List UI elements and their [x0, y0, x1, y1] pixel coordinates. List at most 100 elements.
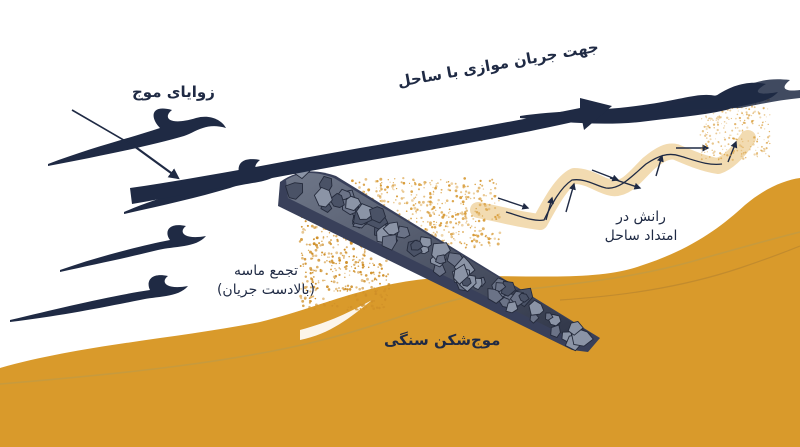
sand-grain — [303, 286, 307, 290]
sand-grain — [320, 230, 323, 233]
sand-grain — [332, 234, 335, 237]
sand-grain — [753, 153, 756, 156]
sand-grain — [713, 127, 715, 129]
sand-grain — [477, 197, 480, 200]
sand-grain — [412, 178, 415, 181]
sand-grain — [700, 158, 703, 161]
sand-grain — [753, 136, 756, 139]
sand-grain — [743, 153, 745, 155]
sand-grain — [402, 181, 406, 185]
sand-grain — [491, 218, 494, 221]
rock-icon — [410, 239, 424, 251]
sand-grain — [740, 149, 743, 152]
sand-grain — [462, 184, 466, 187]
sand-grain — [350, 266, 353, 268]
sand-grain — [354, 260, 358, 264]
sand-grain — [359, 307, 362, 310]
sand-grain — [740, 155, 743, 158]
sand-grain — [328, 241, 332, 244]
sand-grain — [327, 288, 331, 291]
sand-grain — [332, 270, 334, 273]
sand-grain — [359, 303, 361, 306]
sand-grain — [478, 203, 482, 207]
sand-grain — [330, 252, 333, 255]
sand-grain — [747, 140, 749, 142]
sand-grain — [738, 144, 742, 147]
sand-grain — [336, 290, 339, 292]
sand-grain — [415, 221, 418, 223]
sand-grain — [741, 138, 743, 140]
sand-grain — [455, 222, 458, 225]
sand-grain — [717, 116, 719, 118]
sand-grain — [701, 118, 703, 120]
sand-grain — [312, 242, 316, 246]
sand-grain — [463, 177, 467, 180]
sand-grain — [321, 240, 323, 242]
sand-grain — [354, 294, 358, 297]
sand-grain — [361, 263, 365, 267]
sand-grain — [395, 195, 399, 198]
sand-grain — [318, 242, 321, 245]
sand-grain — [730, 134, 732, 136]
rock-icon — [313, 186, 333, 208]
sand-grain — [457, 224, 460, 226]
sand-grain — [723, 127, 725, 129]
sand-grain — [760, 126, 763, 129]
sand-grain — [363, 265, 365, 268]
sand-grain — [434, 234, 438, 237]
sand-grain — [421, 200, 425, 204]
sand-grain — [715, 117, 718, 120]
sand-grain — [454, 213, 457, 216]
sand-grain — [304, 262, 307, 265]
sand-grain — [362, 307, 366, 310]
sand-grain — [383, 289, 386, 293]
sand-grain — [752, 112, 754, 115]
sand-grain — [708, 126, 711, 129]
sand-grain — [744, 122, 747, 124]
sand-grain — [705, 137, 708, 139]
sand-grain — [461, 212, 464, 216]
sand-grain — [386, 294, 388, 297]
sand-grain — [705, 127, 708, 131]
sand-grain — [449, 220, 452, 224]
sand-grain — [368, 281, 371, 284]
sand-grain — [705, 157, 707, 159]
sand-grain — [766, 141, 769, 144]
sand-grain — [717, 140, 720, 143]
sand-grain — [419, 209, 422, 212]
sand-grain — [457, 221, 461, 224]
sand-grain — [478, 241, 481, 244]
sand-grain — [709, 119, 711, 121]
sand-grain — [731, 129, 734, 132]
sand-grain — [706, 134, 708, 136]
sand-grain — [309, 272, 312, 275]
sand-grain — [700, 154, 703, 156]
sand-grain — [317, 258, 321, 262]
sand-grain — [760, 149, 762, 152]
sand-grain — [319, 268, 322, 271]
sand-grain — [700, 147, 703, 151]
sand-grain — [709, 138, 712, 141]
sand-grain — [470, 239, 474, 243]
sand-grain — [386, 191, 389, 194]
sand-grain — [314, 254, 318, 257]
sand-grain — [349, 305, 353, 309]
sand-grain — [302, 227, 305, 231]
sand-grain — [344, 285, 347, 288]
sand-grain — [737, 110, 739, 112]
sand-grain — [707, 140, 710, 143]
sand-grain — [307, 249, 310, 252]
sand-grain — [766, 136, 770, 139]
sand-grain — [723, 125, 726, 127]
sand-grain — [481, 215, 484, 217]
sand-grain — [405, 201, 409, 205]
sand-grain — [428, 214, 432, 218]
sand-grain — [403, 202, 406, 204]
sand-grain — [371, 279, 374, 283]
sand-grain — [387, 179, 389, 181]
sand-grain — [724, 145, 726, 147]
sand-grain — [344, 267, 348, 271]
sand-grain — [757, 132, 759, 134]
sand-grain — [701, 130, 705, 133]
sand-grain — [744, 156, 747, 159]
